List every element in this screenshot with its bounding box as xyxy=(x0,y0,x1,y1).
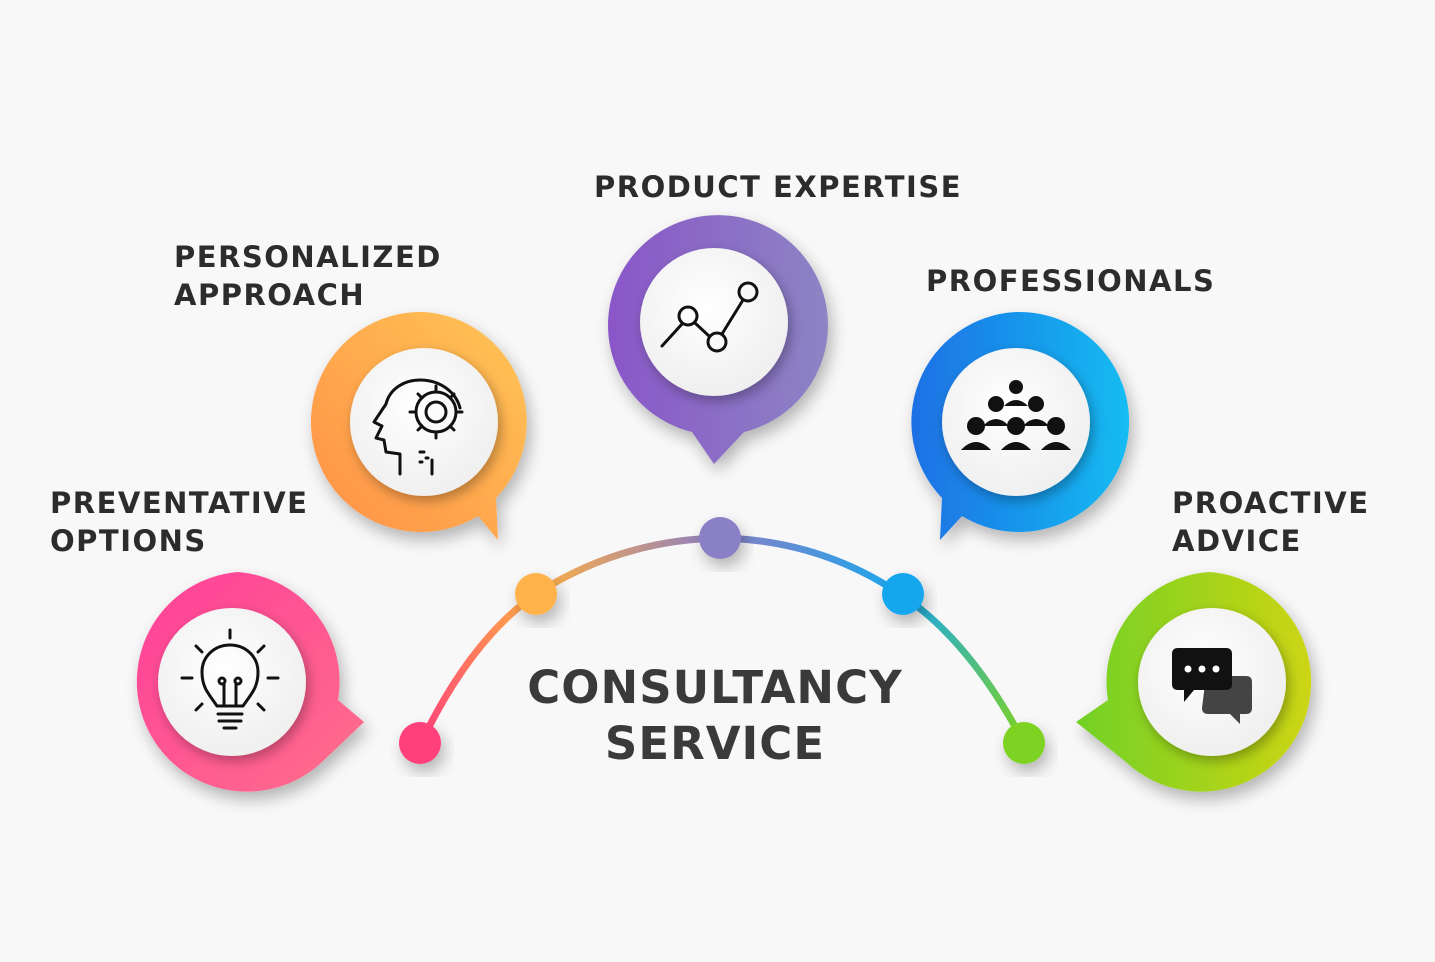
label-proactive-line2: ADVICE xyxy=(1172,524,1302,558)
bubble-proactive xyxy=(1076,572,1312,792)
label-preventative: PREVENTATIVE OPTIONS xyxy=(50,484,308,560)
bubble-product xyxy=(607,215,828,464)
label-product: PRODUCT EXPERTISE xyxy=(594,168,962,206)
arc-dot-personalized xyxy=(515,573,557,615)
line-graph-icon xyxy=(660,281,759,353)
arc-dot-preventative xyxy=(399,722,441,764)
arc-dots xyxy=(399,517,1045,764)
label-professionals-line1: PROFESSIONALS xyxy=(926,264,1216,298)
label-personalized: PERSONALIZED APPROACH xyxy=(174,238,442,314)
center-title-line1: CONSULTANCY xyxy=(527,661,903,714)
bubble-personalized xyxy=(310,311,527,540)
lightbulb-icon xyxy=(180,628,280,730)
arc-dot-product xyxy=(699,517,741,559)
arc-dot-proactive xyxy=(1003,722,1045,764)
label-product-line1: PRODUCT EXPERTISE xyxy=(594,170,963,204)
head-gear-icon xyxy=(372,378,464,476)
chat-bubbles-icon xyxy=(1172,648,1252,724)
arc-dot-professionals xyxy=(882,573,924,615)
label-personalized-line2: APPROACH xyxy=(174,278,366,312)
center-title-line2: SERVICE xyxy=(604,717,826,770)
label-personalized-line1: PERSONALIZED xyxy=(174,240,442,274)
bubble-preventative xyxy=(136,572,364,792)
label-proactive: PROACTIVE ADVICE xyxy=(1172,484,1370,560)
label-professionals: PROFESSIONALS xyxy=(926,262,1215,300)
label-preventative-line2: OPTIONS xyxy=(50,524,207,558)
bubble-professionals xyxy=(911,311,1130,540)
team-people-icon xyxy=(961,380,1071,450)
label-proactive-line1: PROACTIVE xyxy=(1172,486,1370,520)
label-preventative-line1: PREVENTATIVE xyxy=(50,486,309,520)
center-title: CONSULTANCY SERVICE xyxy=(415,660,1015,772)
